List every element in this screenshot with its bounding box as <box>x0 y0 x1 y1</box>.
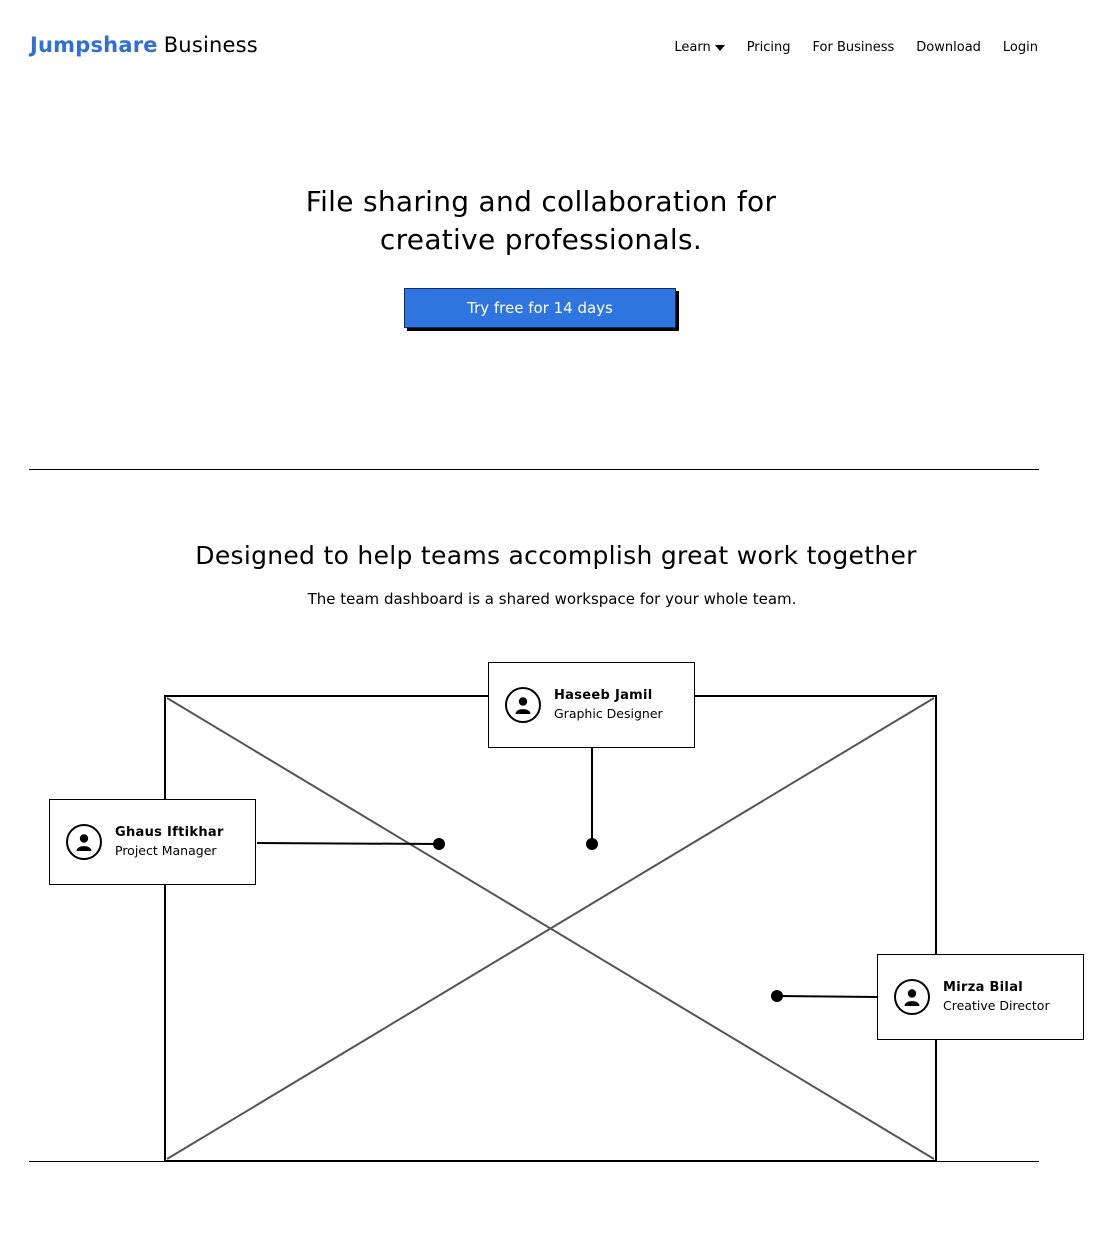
connector-dot <box>433 838 445 850</box>
top-nav: Learn Pricing For Business Download Logi… <box>674 40 1038 55</box>
section-divider <box>29 469 1039 470</box>
member-card-ghaus[interactable]: Ghaus Iftikhar Project Manager <box>49 799 256 885</box>
nav-download[interactable]: Download <box>916 40 981 55</box>
member-info: Mirza Bilal Creative Director <box>943 979 1050 1015</box>
member-role: Creative Director <box>943 998 1050 1013</box>
connector-line <box>777 995 878 998</box>
placeholder-cross-line <box>166 697 935 1160</box>
connector-dot <box>586 838 598 850</box>
hero-title-line-2: creative professionals. <box>379 223 703 256</box>
logo-brand: Jumpshare <box>30 33 158 57</box>
try-free-button[interactable]: Try free for 14 days <box>404 288 676 328</box>
connector-dot <box>771 990 783 1002</box>
member-name: Mirza Bilal <box>943 980 1024 995</box>
member-role: Project Manager <box>115 843 217 858</box>
member-name: Ghaus Iftikhar <box>115 825 224 840</box>
caret-down-icon <box>714 45 725 51</box>
member-card-haseeb[interactable]: Haseeb Jamil Graphic Designer <box>488 662 695 748</box>
member-role: Graphic Designer <box>554 706 663 721</box>
hero-title: File sharing and collaboration for creat… <box>0 183 1082 259</box>
nav-learn[interactable]: Learn <box>674 40 725 55</box>
bottom-divider <box>29 1161 1039 1162</box>
user-icon <box>505 687 541 723</box>
logo-suffix: Business <box>163 33 258 57</box>
nav-login[interactable]: Login <box>1002 40 1038 55</box>
section-title: Designed to help teams accomplish great … <box>195 541 917 570</box>
image-placeholder <box>164 695 937 1162</box>
member-name: Haseeb Jamil <box>554 688 653 703</box>
hero-title-line-1: File sharing and collaboration for <box>305 185 777 218</box>
nav-learn-label: Learn <box>674 40 711 55</box>
connector-line <box>256 842 439 845</box>
nav-pricing[interactable]: Pricing <box>746 40 791 55</box>
member-info: Ghaus Iftikhar Project Manager <box>115 824 224 860</box>
member-info: Haseeb Jamil Graphic Designer <box>554 687 663 723</box>
user-icon <box>894 979 930 1015</box>
nav-for-business[interactable]: For Business <box>812 40 895 55</box>
user-icon <box>66 824 102 860</box>
member-card-mirza[interactable]: Mirza Bilal Creative Director <box>877 954 1084 1040</box>
section-subtitle: The team dashboard is a shared workspace… <box>307 590 797 608</box>
